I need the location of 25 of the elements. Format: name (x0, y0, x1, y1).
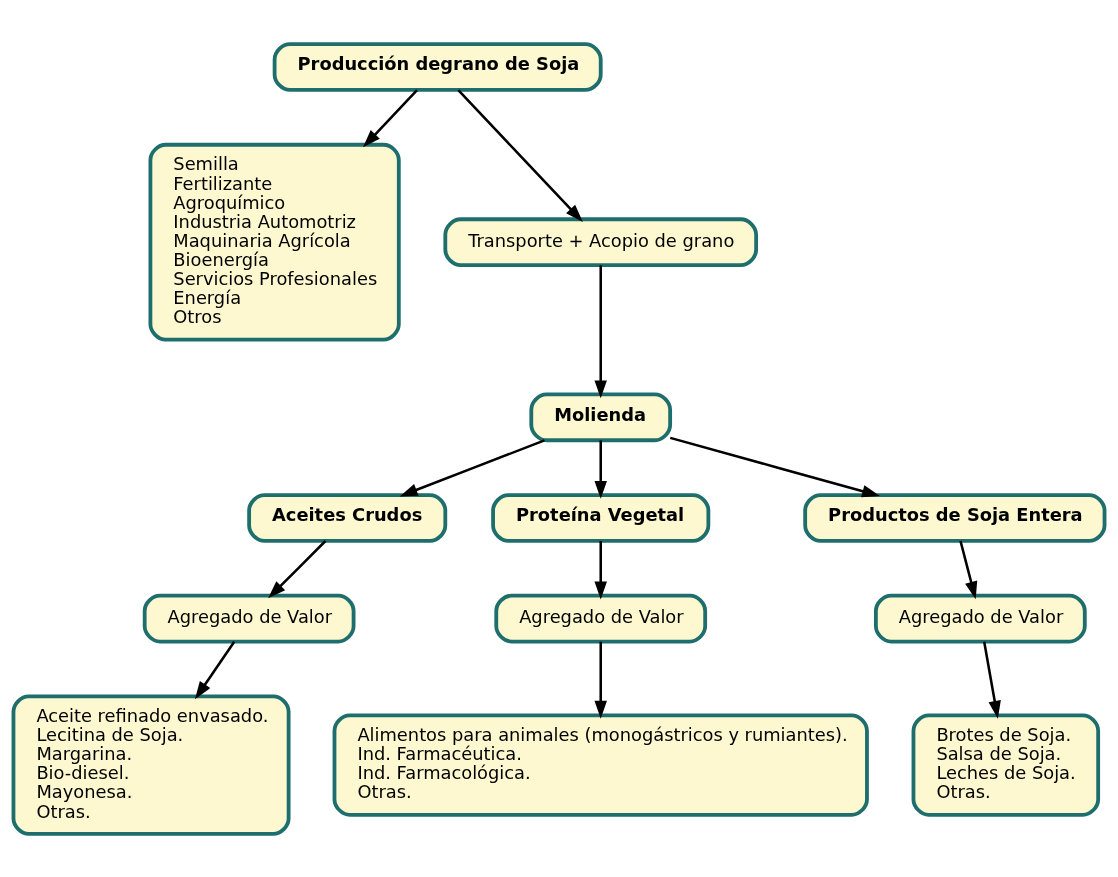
arrow (669, 436, 880, 497)
node-box: Transporte + Acopio de grano (443, 216, 759, 267)
node-box: Productos de Soja Entera (803, 492, 1107, 543)
node-box: Aceite refinado envasado. Lecitina de Soja. Margarina. Bio-diesel. Mayonesa. Otras. (11, 693, 291, 836)
arrow (363, 88, 418, 147)
node-box: Agregado de Valor (494, 593, 708, 643)
node-box: Proteína Vegetal (491, 492, 711, 543)
node-box: Agregado de Valor (142, 593, 356, 643)
node-box: Alimentos para animales (monogástricos y rumiantes). Ind. Farmacéutica. Ind. Farmacológica. Otras. (332, 713, 869, 817)
node-box: Molienda (529, 392, 673, 442)
node-box: Aceites Crudos (247, 492, 448, 543)
arrow (594, 264, 607, 398)
arrow (399, 438, 545, 496)
arrow (594, 439, 607, 499)
node-box: Brotes de Soja. Salsa de Soja. Leches de Soja. Otras. (911, 713, 1101, 817)
node-box: Agregado de Valor (873, 593, 1087, 643)
arrow (194, 640, 236, 699)
node-box: Semilla Fertilizante Agroquímico Industria Automotriz Maquinaria Agrícola Bioenergía Servicios Profesionales Energía Otros (148, 142, 401, 342)
arrow (268, 539, 327, 598)
arrow (594, 641, 607, 719)
arrow (457, 88, 583, 222)
arrow (982, 641, 1001, 719)
arrow (959, 540, 978, 599)
node-box: Producción degrano de Soja (272, 41, 603, 92)
arrow (594, 540, 607, 599)
